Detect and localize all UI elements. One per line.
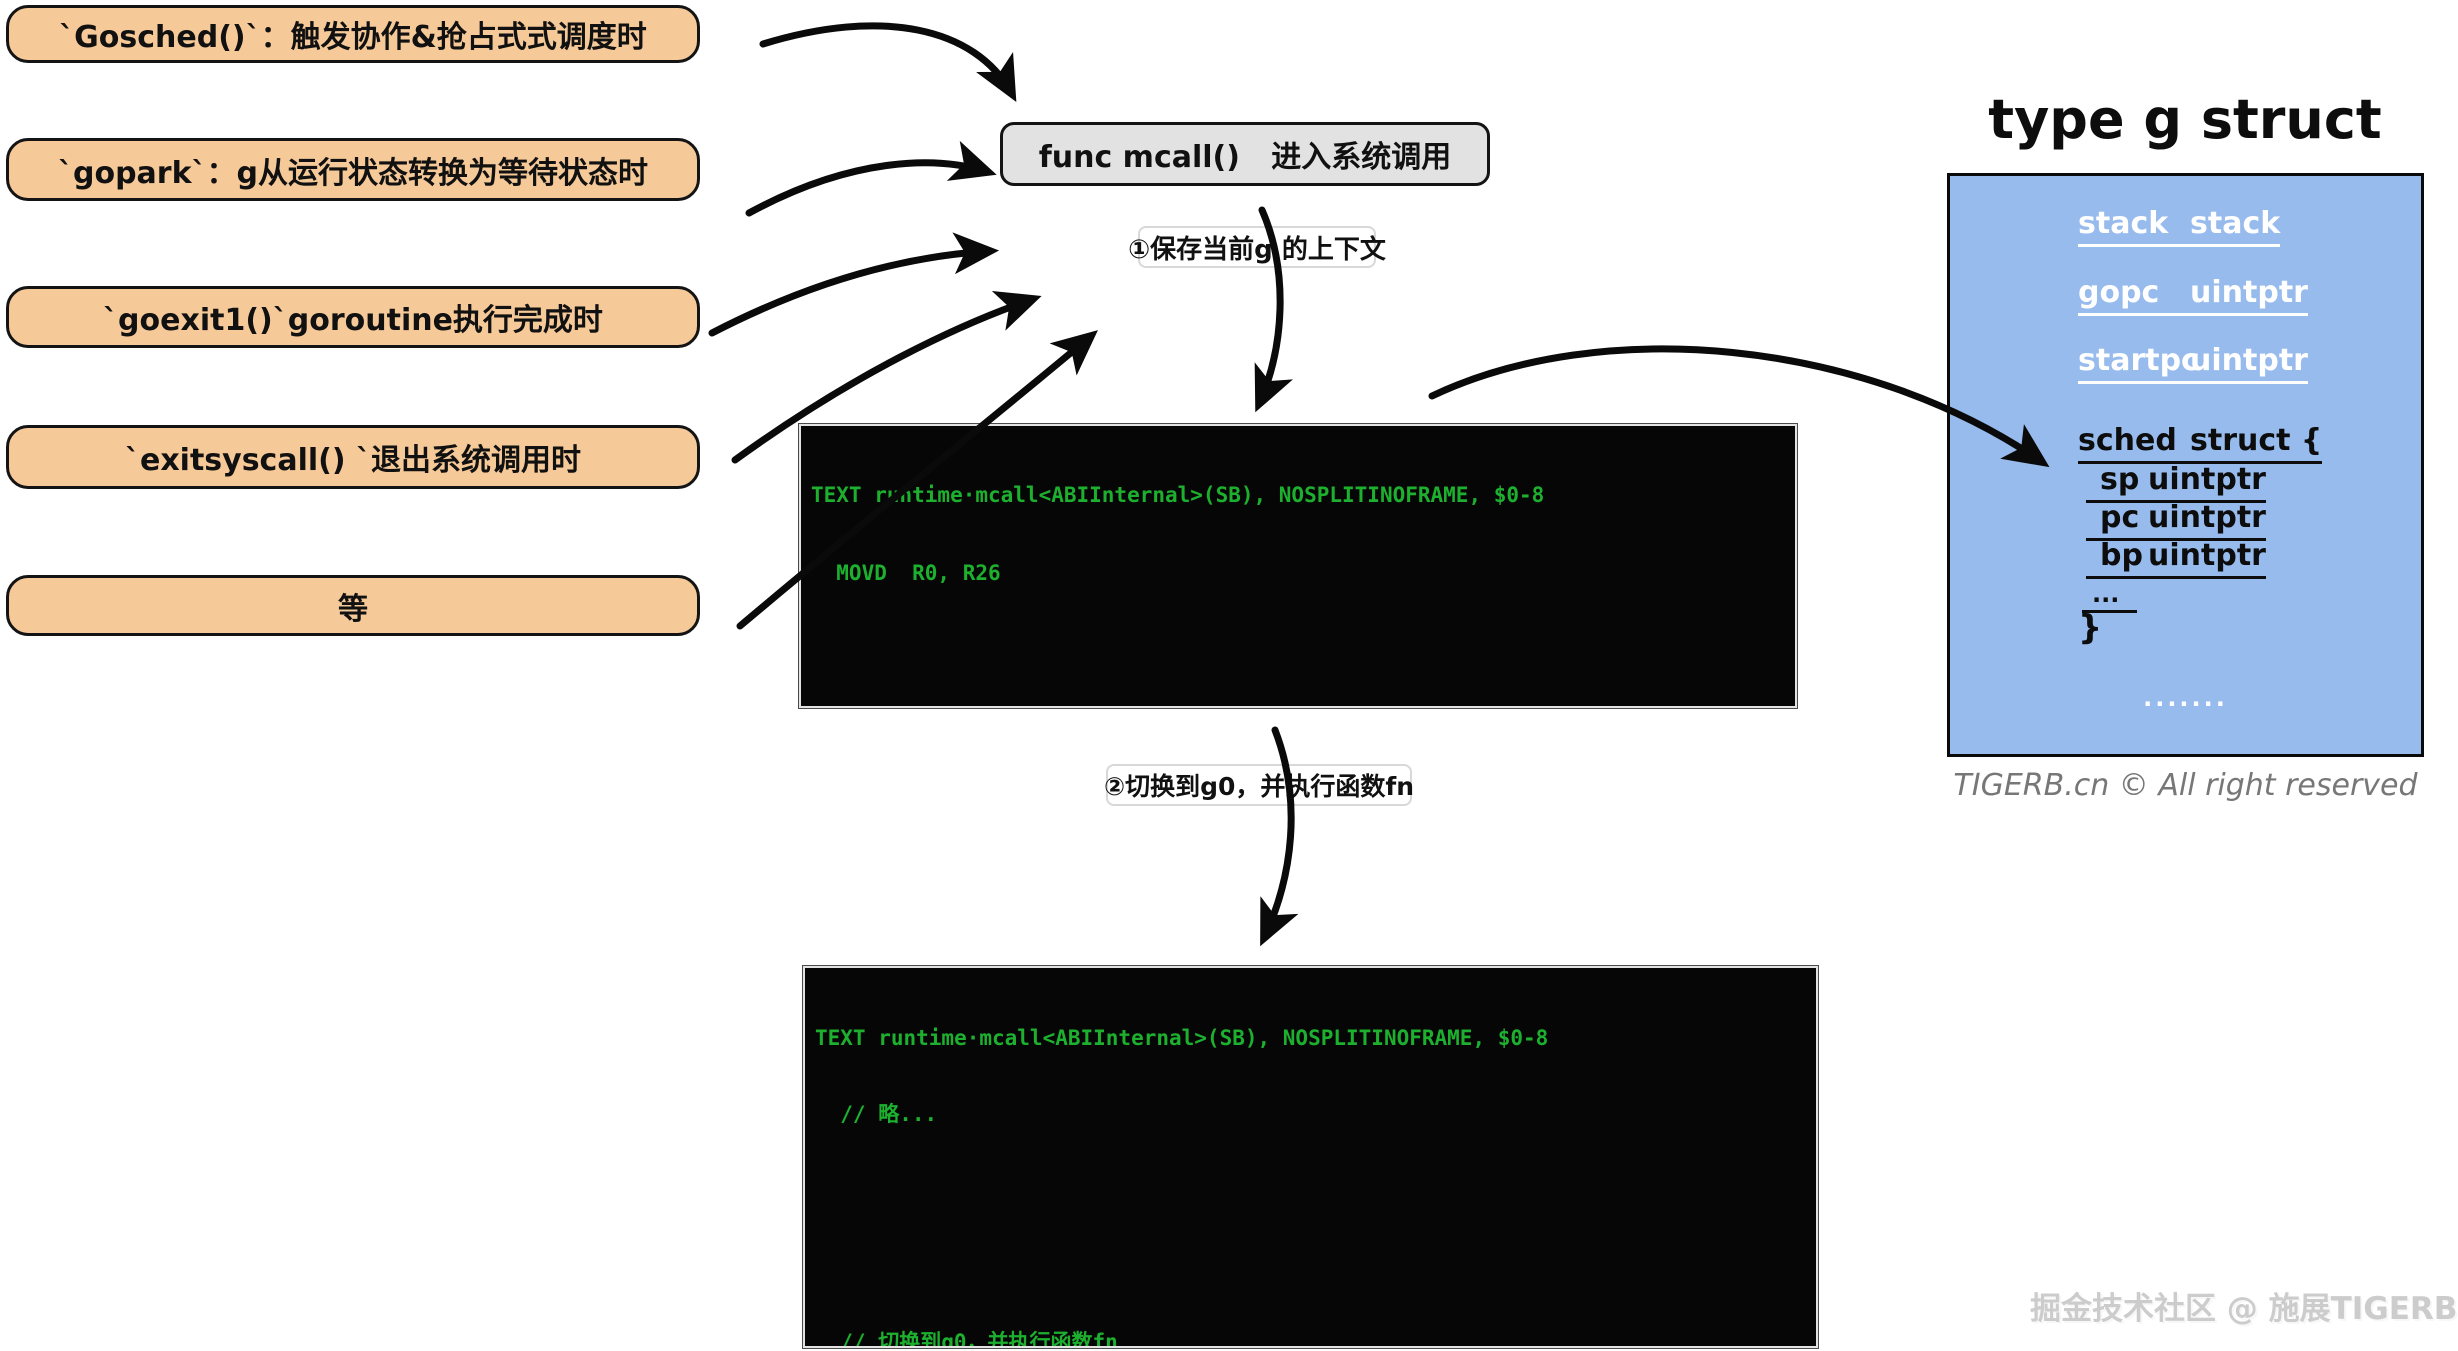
field-type: uintptr	[2190, 275, 2308, 310]
trigger-box-goexit1: `goexit1()`goroutine执行完成时	[6, 286, 700, 348]
step2-switch-g0-label: ②切换到g0，并执行函数fn	[1103, 764, 1415, 806]
struct-closing-brace: }	[2078, 608, 2103, 648]
mcall-function-node: func mcall() 进入系统调用	[1000, 122, 1490, 186]
code1-line	[811, 636, 1795, 666]
arrow-step2-code1-to-code2	[1260, 726, 1299, 947]
struct-field-pc: pc uintptr	[2086, 500, 2266, 541]
trigger-box-etc: 等	[6, 575, 700, 636]
struct-field-sp: sp uintptr	[2086, 462, 2266, 503]
struct-field-startpc: startpc uintptr	[2078, 343, 2308, 384]
arrow-gopark-to-mcall	[745, 140, 997, 217]
assembly-code-block-save-context: TEXT runtime·mcall<ABIInternal>(SB), NOS…	[798, 423, 1798, 709]
arrow-goexit1-to-mcall	[708, 232, 1000, 337]
struct-field-stack: stack stack	[2078, 206, 2281, 247]
code1-line: TEXT runtime·mcall<ABIInternal>(SB), NOS…	[811, 483, 1545, 507]
g-struct-title: type g struct	[1988, 88, 2382, 151]
field-name: gopc	[2078, 275, 2160, 310]
trigger-box-exitsyscall-label: `exitsyscall() `退出系统调用时	[124, 443, 582, 478]
code2-line: TEXT runtime·mcall<ABIInternal>(SB), NOS…	[815, 1026, 1549, 1050]
mcall-function-label: func mcall() 进入系统调用	[1038, 140, 1452, 175]
code2-line: // 略...	[815, 1102, 938, 1126]
field-type: struct {	[2190, 423, 2323, 458]
trigger-box-gopark: `gopark`：g从运行状态转换为等待状态时	[6, 138, 700, 201]
field-name: sched	[2078, 423, 2177, 458]
field-name: startpc	[2078, 343, 2199, 378]
step1-text: ①保存当前g 的上下文	[1128, 234, 1386, 265]
step2-text: ②切换到g0，并执行函数fn	[1103, 772, 1415, 801]
step1-save-context-label: ①保存当前g 的上下文	[1128, 226, 1386, 268]
assembly-code-block-switch-g0: TEXT runtime·mcall<ABIInternal>(SB), NOS…	[802, 965, 1819, 1349]
code1-line: MOVD R0, R26	[811, 561, 1001, 585]
trigger-box-goexit1-label: `goexit1()`goroutine执行完成时	[103, 303, 603, 338]
code2-line: // 切换到g0，并执行函数fn	[815, 1330, 1118, 1348]
g-struct-box: stack stack gopc uintptr startpc uintptr…	[1947, 173, 2424, 757]
trigger-box-gopark-label: `gopark`：g从运行状态转换为等待状态时	[57, 155, 649, 191]
struct-ellipsis-inner: ...	[2082, 580, 2138, 613]
field-type: uintptr	[2148, 500, 2266, 535]
struct-ellipsis-bottom: .......	[2143, 684, 2228, 712]
field-type: uintptr	[2190, 343, 2308, 378]
field-type: stack	[2190, 206, 2281, 241]
trigger-box-gosched: `Gosched()`：触发协作&抢占式式调度时	[6, 5, 700, 63]
struct-field-bp: bp uintptr	[2086, 538, 2266, 579]
field-type: uintptr	[2148, 538, 2266, 573]
field-name: bp	[2100, 538, 2143, 573]
site-watermark: 掘金技术社区 @ 施展TIGERB	[2030, 1291, 2458, 1327]
field-name: stack	[2078, 206, 2169, 241]
field-name: sp	[2100, 462, 2140, 497]
code2-line	[815, 1252, 1816, 1280]
arrow-gosched-to-mcall	[759, 22, 1017, 102]
field-name: pc	[2100, 500, 2140, 535]
struct-field-gopc: gopc uintptr	[2078, 275, 2308, 316]
field-type: uintptr	[2148, 462, 2266, 497]
copyright-credit: TIGERB.cn © All right reserved	[1953, 768, 2418, 803]
trigger-box-exitsyscall: `exitsyscall() `退出系统调用时	[6, 425, 700, 489]
code2-line	[815, 1176, 1816, 1204]
trigger-box-etc-label: 等	[338, 591, 368, 627]
struct-field-sched: sched struct {	[2078, 423, 2323, 464]
trigger-box-gosched-label: `Gosched()`：触发协作&抢占式式调度时	[59, 20, 647, 55]
